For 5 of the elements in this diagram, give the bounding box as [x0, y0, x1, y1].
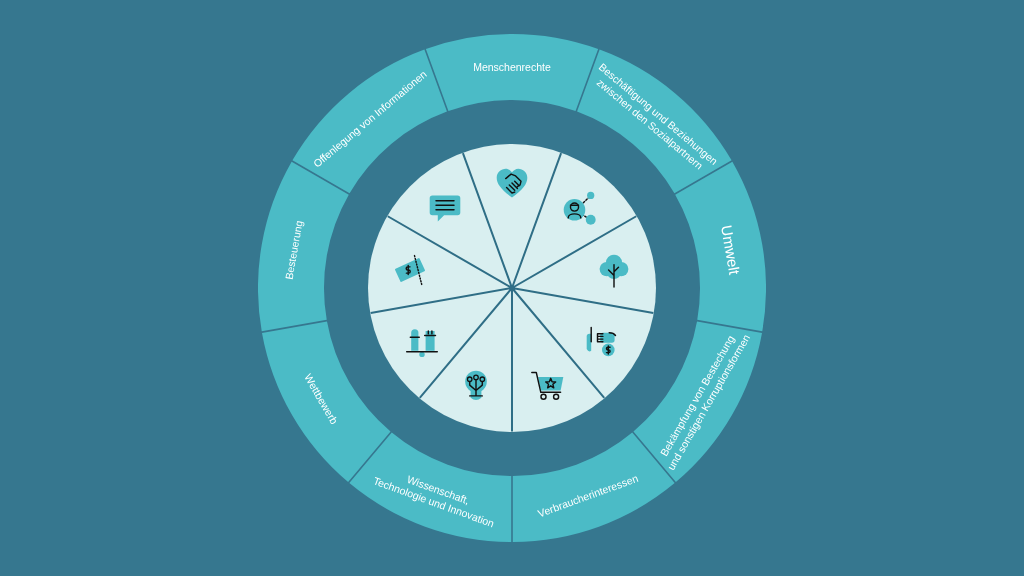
segment-label: Menschenrechte — [473, 60, 551, 74]
ring-segment — [348, 432, 512, 542]
ring-segment — [292, 49, 448, 194]
segment-label: Umwelt — [716, 223, 743, 276]
ring-segment — [576, 49, 732, 194]
